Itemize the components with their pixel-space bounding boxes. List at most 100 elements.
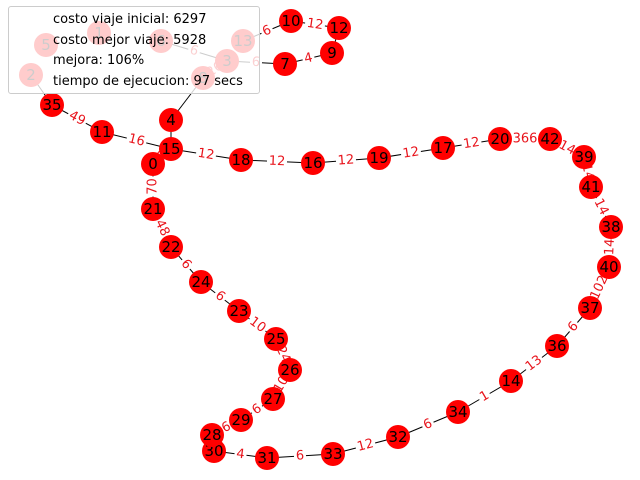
edge-label-background <box>217 417 236 438</box>
node-20: 20 <box>488 127 512 151</box>
edge-label-41-38: 14 <box>591 196 612 218</box>
node-0: 0 <box>141 152 165 176</box>
node-circle <box>261 387 285 411</box>
node-circle <box>327 16 351 40</box>
node-label: 33 <box>323 445 342 463</box>
node-circle <box>255 446 279 470</box>
node-10: 10 <box>279 9 303 33</box>
node-label: 19 <box>369 149 388 167</box>
legend-box: costo viaje inicial: 6297 costo mejor vi… <box>8 6 260 94</box>
edge-label-background <box>475 386 494 407</box>
edge-label-background <box>176 254 196 275</box>
node-circle <box>367 146 391 170</box>
edge-label-background <box>145 176 161 197</box>
edge-label-group-36-14: 13 <box>521 351 547 376</box>
node-label: 26 <box>280 361 299 379</box>
edge-label-32-33: 12 <box>356 436 376 455</box>
edge-label-group-23-24: 6 <box>210 286 230 307</box>
node-41: 41 <box>579 175 603 199</box>
node-label: 22 <box>161 238 180 256</box>
node-label: 35 <box>42 96 61 114</box>
node-38: 38 <box>599 215 623 239</box>
edge-label-background <box>300 49 317 68</box>
edge-label-group-18-16: 12 <box>266 153 288 170</box>
edge-label-42-39: 14 <box>556 138 578 159</box>
legend-improvement: mejora: 106% <box>53 53 145 68</box>
node-label: 17 <box>433 139 452 157</box>
edge-label-group-19-17: 12 <box>399 143 423 163</box>
node-circle <box>189 270 213 294</box>
edge-label-group-35-11: 49 <box>64 106 90 131</box>
node-label: 14 <box>501 372 520 390</box>
edge-label-38-40: 14 <box>602 238 618 255</box>
node-7: 7 <box>273 52 297 76</box>
node-34: 34 <box>446 400 470 424</box>
edge-labels-layer: 6124662649166121212121236614141414102613… <box>64 15 619 465</box>
node-label: 32 <box>388 428 407 446</box>
node-19: 19 <box>367 146 391 170</box>
edge-label-21-0: 70 <box>146 178 161 195</box>
node-23: 23 <box>227 299 251 323</box>
node-35: 35 <box>40 93 64 117</box>
node-label: 11 <box>92 123 111 141</box>
node-label: 34 <box>448 403 467 421</box>
node-label: 25 <box>266 330 285 348</box>
edge-label-background <box>511 131 539 147</box>
node-circle <box>279 9 303 33</box>
node-label: 0 <box>148 155 158 173</box>
legend-best-cost: costo mejor viaje: 5928 <box>53 32 207 48</box>
edge-label-16-19: 12 <box>337 152 355 168</box>
edge-label-group-34-32: 6 <box>419 414 437 435</box>
edge-label-background <box>244 312 271 338</box>
node-circle <box>301 151 325 175</box>
node-circle <box>40 93 64 117</box>
node-40: 40 <box>597 255 621 279</box>
edge-label-group-25-23: 10 <box>244 312 271 338</box>
edge-label-background <box>194 145 218 164</box>
edge-label-background <box>124 130 149 151</box>
node-33: 33 <box>321 442 345 466</box>
node-37: 37 <box>578 296 602 320</box>
node-label: 16 <box>303 154 322 172</box>
node-32: 32 <box>386 425 410 449</box>
node-label: 7 <box>280 55 290 73</box>
node-31: 31 <box>255 446 279 470</box>
edge-label-background <box>233 445 248 464</box>
node-28: 28 <box>200 423 224 447</box>
edge-label-group-33-31: 6 <box>293 447 307 465</box>
node-circle <box>386 425 410 449</box>
edge-label-group-9-7: 4 <box>300 49 317 68</box>
node-18: 18 <box>229 148 253 172</box>
node-circle <box>599 215 623 239</box>
edge-label-background <box>563 317 584 337</box>
edge-label-group-10-13: 6 <box>258 21 276 41</box>
node-label: 21 <box>143 200 162 218</box>
node-label: 18 <box>231 151 250 169</box>
node-label: 12 <box>329 19 348 37</box>
edge-label-background <box>353 435 378 456</box>
edge-label-background <box>150 215 174 241</box>
edge-label-background <box>210 286 230 307</box>
node-circle <box>229 408 253 432</box>
edge-label-25-23: 10 <box>246 314 268 336</box>
node-circle <box>278 358 302 382</box>
edge-label-background <box>335 151 357 170</box>
edge-label-group-22-21: 48 <box>150 215 174 241</box>
node-circle <box>227 299 251 323</box>
node-circle <box>320 41 344 65</box>
node-label: 31 <box>257 449 276 467</box>
edge-label-background <box>586 271 613 304</box>
edge-label-background <box>521 351 547 376</box>
edge-label-background <box>419 414 437 435</box>
node-circle <box>538 127 562 151</box>
edge-label-group-21-0: 70 <box>145 176 161 197</box>
legend-initial-cost: costo viaje inicial: 6297 <box>53 12 207 27</box>
node-27: 27 <box>261 387 285 411</box>
node-label: 10 <box>281 12 300 30</box>
edge-label-17-20: 12 <box>462 135 481 152</box>
node-circle <box>159 137 183 161</box>
node-label: 41 <box>581 178 600 196</box>
edge-label-group-14-34: 1 <box>475 386 494 407</box>
node-4: 4 <box>159 108 183 132</box>
node-39: 39 <box>572 145 596 169</box>
